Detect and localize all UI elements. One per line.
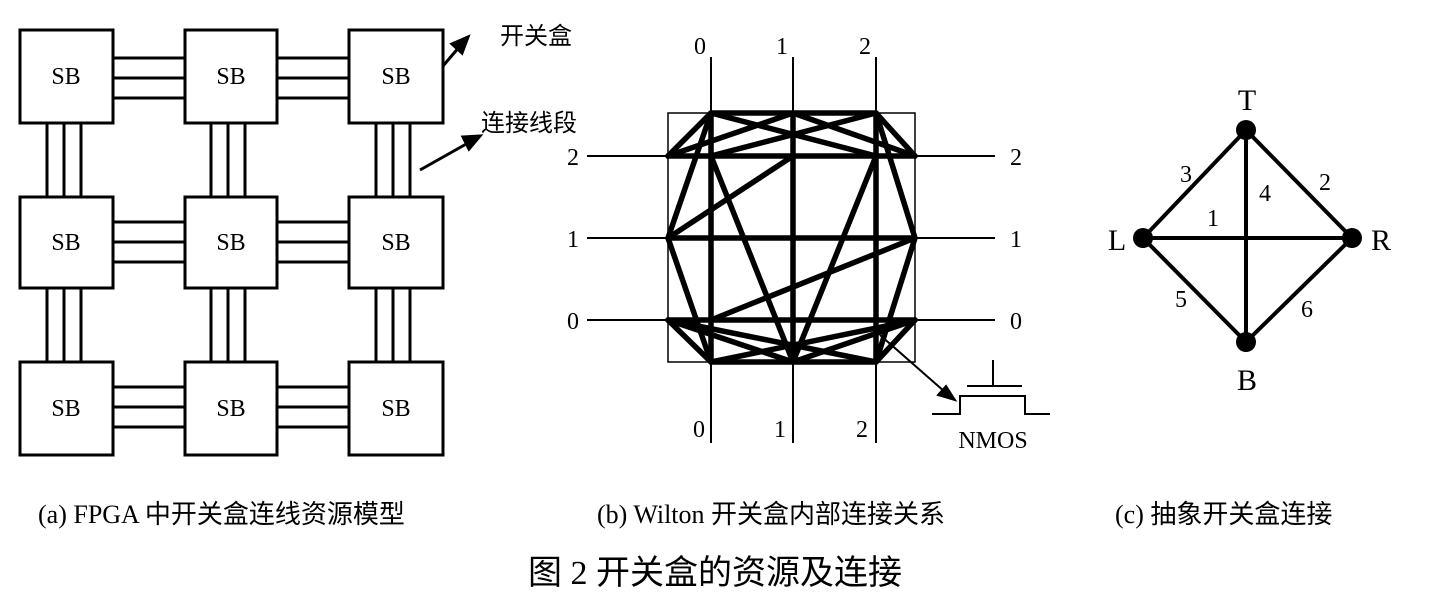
edge-label-1: 1 xyxy=(1207,206,1219,232)
left-label-2: 2 xyxy=(567,145,579,171)
vertical-segments xyxy=(45,123,412,362)
caption-b: (b) Wilton 开关盒内部连接关系 xyxy=(597,500,945,529)
caption-a: (a) FPGA 中开关盒连线资源模型 xyxy=(38,500,405,529)
edge-label-2: 2 xyxy=(1319,170,1331,196)
sb-label: SB xyxy=(51,230,80,256)
edge-label-4: 4 xyxy=(1259,181,1271,207)
node-t xyxy=(1236,120,1256,140)
node-l xyxy=(1133,228,1153,248)
panel-b-wilton: 0 1 2 0 1 2 2 1 0 2 1 0 NMOS xyxy=(567,34,1050,454)
top-label-2: 2 xyxy=(859,34,871,60)
right-label-2: 2 xyxy=(1010,145,1022,171)
sb-block xyxy=(18,195,115,290)
sb-block xyxy=(18,360,115,457)
abstract-nodes xyxy=(1133,120,1362,352)
sb-block xyxy=(347,28,445,125)
sb-label: SB xyxy=(216,230,245,256)
sb-blocks xyxy=(18,28,445,457)
left-label-1: 1 xyxy=(567,227,579,253)
switch-connections xyxy=(665,110,918,365)
right-label-1: 1 xyxy=(1010,227,1022,253)
sb-block xyxy=(183,28,279,125)
sb-block xyxy=(347,360,445,457)
caption-c: (c) 抽象开关盒连接 xyxy=(1115,500,1332,529)
top-label-0: 0 xyxy=(694,34,706,60)
right-label-0: 0 xyxy=(1010,309,1022,335)
sb-label: SB xyxy=(381,64,410,90)
edge-label-5: 5 xyxy=(1175,287,1187,313)
top-label-1: 1 xyxy=(776,34,788,60)
sb-block xyxy=(183,195,279,290)
sb-label: SB xyxy=(216,396,245,422)
segment-arrow xyxy=(419,141,469,172)
figure-title: 图 2 开关盒的资源及连接 xyxy=(528,554,902,592)
sb-label: SB xyxy=(51,64,80,90)
abstract-edges xyxy=(1141,128,1354,344)
callout-arrows xyxy=(419,34,484,172)
sb-block xyxy=(18,28,115,125)
sb-label: SB xyxy=(381,396,410,422)
node-b xyxy=(1236,332,1256,352)
node-label-b: B xyxy=(1237,364,1257,397)
edge-label-6: 6 xyxy=(1301,297,1313,323)
left-label-0: 0 xyxy=(567,309,579,335)
sb-block xyxy=(183,360,279,457)
sb-label: SB xyxy=(381,230,410,256)
panel-a-sb-grid: SB SB SB SB SB SB SB SB SB 开关盒 连接线段 xyxy=(18,23,577,457)
node-label-t: T xyxy=(1238,84,1256,117)
sb-block xyxy=(347,195,445,290)
edge-label-3: 3 xyxy=(1180,162,1192,188)
nmos-label: NMOS xyxy=(958,428,1027,454)
node-label-r: R xyxy=(1371,224,1391,257)
node-label-l: L xyxy=(1108,224,1126,257)
panel-c-abstract: T L R B 3 2 4 1 5 6 xyxy=(1108,84,1391,397)
sb-label: SB xyxy=(51,396,80,422)
bottom-label-2: 2 xyxy=(856,417,868,443)
bottom-label-0: 0 xyxy=(693,417,705,443)
node-r xyxy=(1342,228,1362,248)
sb-label: SB xyxy=(216,64,245,90)
switch-box-callout: 开关盒 xyxy=(500,23,572,50)
bottom-label-1: 1 xyxy=(774,417,786,443)
nmos-symbol xyxy=(879,334,1050,415)
horizontal-segments xyxy=(113,56,349,429)
segment-callout: 连接线段 xyxy=(481,110,577,137)
